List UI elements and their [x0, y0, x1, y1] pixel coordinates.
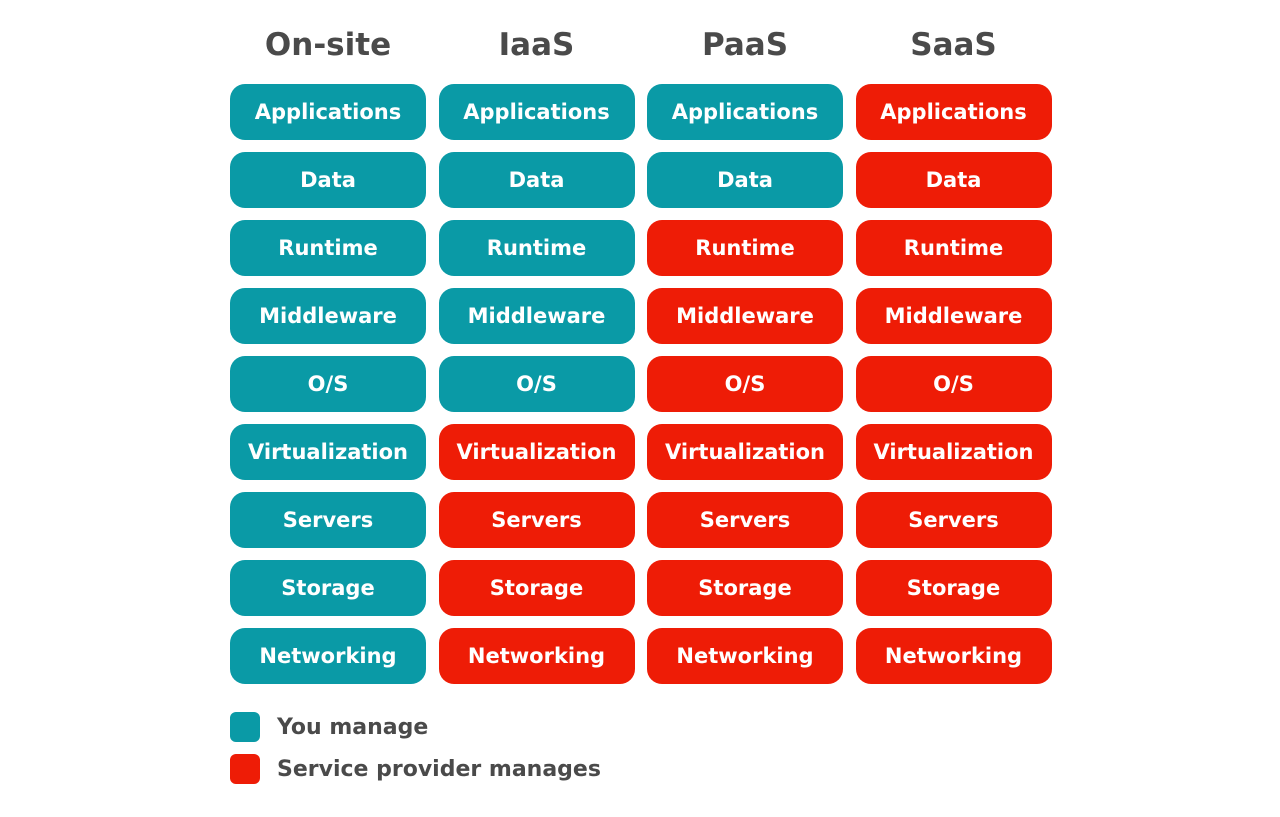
column-header: On-site	[264, 27, 392, 63]
layer-middleware: Middleware	[855, 288, 1052, 344]
layer-storage: Storage	[647, 560, 843, 616]
layer-os: O/S	[855, 356, 1052, 412]
layer-runtime: Runtime	[647, 220, 843, 276]
legend-swatch-you-manage	[230, 712, 260, 742]
legend-label: Service provider manages	[277, 756, 601, 782]
layer-networking: Networking	[647, 628, 843, 684]
layer-os: O/S	[647, 356, 843, 412]
layer-networking: Networking	[438, 628, 635, 684]
service-model-grid: On-site Applications Data Runtime Middle…	[230, 0, 1052, 696]
layer-data: Data	[438, 152, 635, 208]
layer-middleware: Middleware	[230, 288, 426, 344]
legend: You manage Service provider manages	[230, 711, 601, 795]
layer-servers: Servers	[647, 492, 843, 548]
layer-virtualization: Virtualization	[438, 424, 635, 480]
layer-data: Data	[855, 152, 1052, 208]
layer-data: Data	[230, 152, 426, 208]
layer-servers: Servers	[230, 492, 426, 548]
column-header: IaaS	[498, 27, 575, 63]
layer-os: O/S	[438, 356, 635, 412]
layer-virtualization: Virtualization	[855, 424, 1052, 480]
layer-middleware: Middleware	[438, 288, 635, 344]
legend-label: You manage	[277, 714, 429, 740]
layer-data: Data	[647, 152, 843, 208]
layer-servers: Servers	[438, 492, 635, 548]
legend-item-you-manage: You manage	[230, 711, 601, 743]
layer-storage: Storage	[438, 560, 635, 616]
layer-middleware: Middleware	[647, 288, 843, 344]
layer-virtualization: Virtualization	[647, 424, 843, 480]
layer-runtime: Runtime	[230, 220, 426, 276]
layer-applications: Applications	[230, 84, 426, 140]
column-paas: PaaS Applications Data Runtime Middlewar…	[647, 0, 843, 696]
legend-item-provider-manages: Service provider manages	[230, 753, 601, 785]
layer-applications: Applications	[855, 84, 1052, 140]
layer-runtime: Runtime	[855, 220, 1052, 276]
layer-runtime: Runtime	[438, 220, 635, 276]
layer-applications: Applications	[438, 84, 635, 140]
column-header: PaaS	[701, 27, 789, 63]
layer-servers: Servers	[855, 492, 1052, 548]
legend-swatch-provider-manages	[230, 754, 260, 784]
layer-applications: Applications	[647, 84, 843, 140]
layer-os: O/S	[230, 356, 426, 412]
layer-virtualization: Virtualization	[230, 424, 426, 480]
layer-networking: Networking	[855, 628, 1052, 684]
column-header: SaaS	[910, 27, 997, 63]
column-iaas: IaaS Applications Data Runtime Middlewar…	[438, 0, 635, 696]
column-saas: SaaS Applications Data Runtime Middlewar…	[855, 0, 1052, 696]
column-on-site: On-site Applications Data Runtime Middle…	[230, 0, 426, 696]
layer-networking: Networking	[230, 628, 426, 684]
layer-storage: Storage	[855, 560, 1052, 616]
layer-storage: Storage	[230, 560, 426, 616]
